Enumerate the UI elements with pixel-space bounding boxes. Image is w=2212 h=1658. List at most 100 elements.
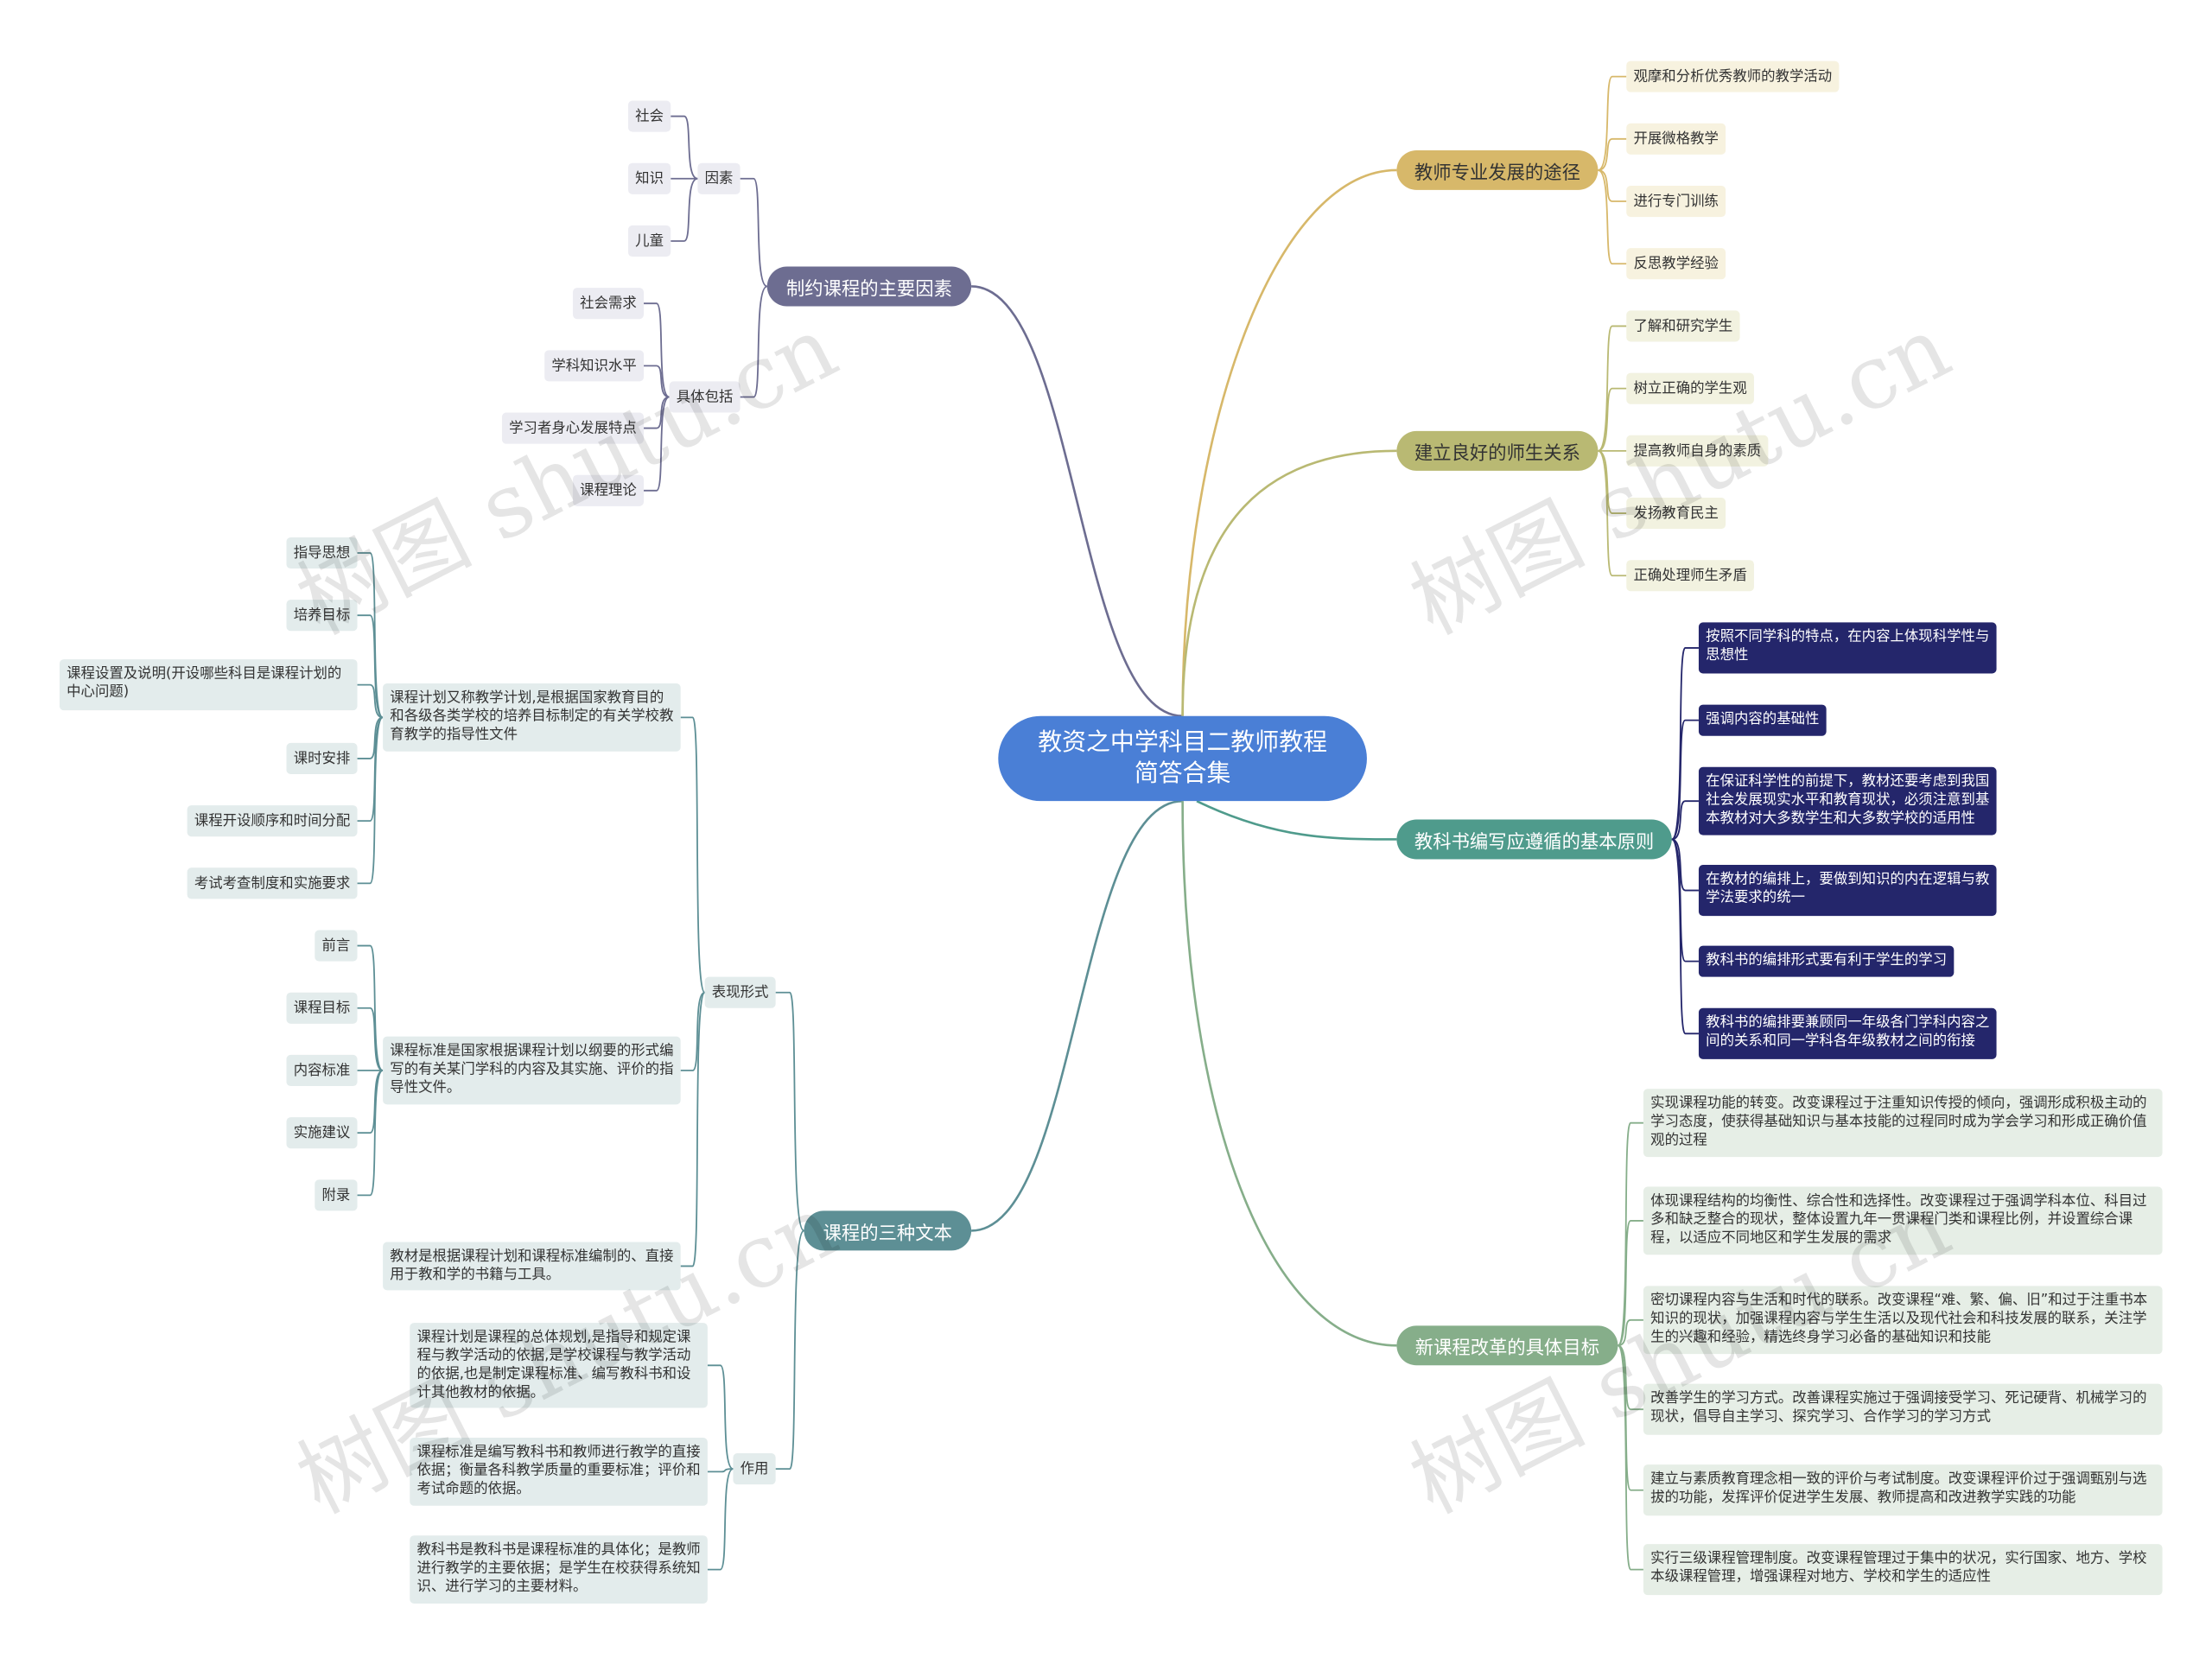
plan-item-course-setting[interactable]: 课程设置及说明(开设哪些科目是课程计划的中心问题) (59, 659, 358, 711)
connector-line (1181, 449, 1397, 716)
connector-line (671, 115, 698, 180)
connector-line (1670, 838, 1699, 1035)
connector-line (1598, 387, 1627, 452)
connector-line (1618, 1344, 1643, 1411)
standard-item-implementation[interactable]: 实施建议 (286, 1117, 358, 1149)
roles-node[interactable]: 作用 (733, 1453, 776, 1485)
principle-logic[interactable]: 在教材的编排上，要做到知识的内在逻辑与教学法要求的统一 (1698, 865, 1997, 917)
factor-child[interactable]: 儿童 (627, 225, 671, 257)
principle-scientific[interactable]: 按照不同学科的特点，在内容上体现科学性与思想性 (1698, 622, 1997, 674)
connector-line (1671, 719, 1699, 841)
prodev-item-observe[interactable]: 观摩和分析优秀教师的教学活动 (1626, 60, 1840, 92)
connector-line (775, 991, 805, 1232)
connector-line (707, 1468, 734, 1473)
plan-item-hours[interactable]: 课时安排 (286, 742, 358, 775)
plan-item-training-goal[interactable]: 培养目标 (286, 600, 358, 632)
relations-item-conflicts[interactable]: 正确处理师生矛盾 (1626, 560, 1754, 592)
goal-learning-style[interactable]: 改善学生的学习方式。改善课程实施过于强调接受学习、死记硬背、机械学习的现状，倡导… (1643, 1383, 2163, 1435)
relations-item-democracy[interactable]: 发扬教育民主 (1626, 498, 1726, 530)
connector-line (1671, 800, 1699, 841)
relations-item-understand[interactable]: 了解和研究学生 (1626, 310, 1740, 342)
connector-line (1617, 1121, 1643, 1347)
goal-management[interactable]: 实行三级课程管理制度。改变课程管理过于集中的状况，实行国家、地方、学校本级课程管… (1643, 1544, 2163, 1596)
standard-item-content[interactable]: 内容标准 (286, 1054, 358, 1087)
specific-node[interactable]: 具体包括 (669, 381, 741, 413)
connector-line (357, 716, 384, 759)
specific-curriculum-theory[interactable]: 课程理论 (572, 474, 645, 506)
role-curriculum-standard[interactable]: 课程标准是编写教科书和教师进行教学的直接依据；衡量各科教学质量的重要标准；评价和… (410, 1438, 708, 1506)
connector-line (357, 683, 384, 719)
specific-social-needs[interactable]: 社会需求 (572, 288, 645, 320)
goal-evaluation[interactable]: 建立与素质教育理念相一致的评价与考试制度。改变课程评价过于强调甄别与选拔的功能，… (1643, 1464, 2163, 1516)
connector-line (1671, 838, 1699, 962)
principle-layout[interactable]: 教科书的编排形式要有利于学生的学习 (1698, 945, 1955, 977)
principle-cohesion[interactable]: 教科书的编排要兼顾同一年级各门学科内容之间的关系和同一学科各年级教材之间的衔接 (1698, 1007, 1997, 1059)
connector-line (680, 991, 706, 1071)
specific-learner-traits[interactable]: 学习者身心发展特点 (501, 412, 645, 444)
prodev-item-training[interactable]: 进行专门训练 (1626, 185, 1726, 218)
connector-line (671, 177, 698, 242)
factor-knowledge[interactable]: 知识 (627, 162, 671, 194)
goal-structure[interactable]: 体现课程结构的均衡性、综合性和选择性。改变课程过于强调学科本位、科目过多和缺乏整… (1643, 1186, 2163, 1255)
connector-line (1598, 169, 1627, 202)
goal-content[interactable]: 密切课程内容与生活和时代的联系。改变课程“难、繁、偏、旧”和过于注重书本知识的现… (1643, 1286, 2163, 1355)
connector-line (740, 285, 768, 398)
role-curriculum-plan[interactable]: 课程计划是课程的总体规划,是指导和规定课程与教学活动的依据,是学校课程与教学活动… (410, 1323, 708, 1408)
textbook-definition[interactable]: 教材是根据课程计划和课程标准编制的、直接用于教和学的书籍与工具。 (383, 1242, 681, 1291)
connector-line (775, 1229, 805, 1471)
goal-function[interactable]: 实现课程功能的转变。改变课程过于注重知识传授的倾向，强调形成积极主动的学习态度，… (1643, 1089, 2163, 1158)
connector-line (1597, 449, 1627, 577)
branch-three-texts[interactable]: 课程的三种文本 (804, 1210, 972, 1251)
factors-node[interactable]: 因素 (697, 162, 741, 194)
role-textbook[interactable]: 教科书是教科书是课程标准的具体化；是教师进行教学的主要依据；是学生在校获得系统知… (410, 1535, 708, 1604)
connector-line (357, 1070, 384, 1197)
standard-item-preface[interactable]: 前言 (315, 930, 358, 962)
connector-line (644, 365, 670, 398)
branch-professional-development[interactable]: 教师专业发展的途径 (1396, 149, 1599, 190)
connector-line (1181, 801, 1397, 1347)
relations-item-view[interactable]: 树立正确的学生观 (1626, 372, 1754, 404)
connector-line (1597, 325, 1627, 452)
plan-item-exam-system[interactable]: 考试考查制度和实施要求 (187, 867, 358, 899)
standard-item-goals[interactable]: 课程目标 (286, 992, 358, 1024)
connector-line (680, 716, 706, 994)
curriculum-standard-text[interactable]: 课程标准是国家根据课程计划以纲要的形式编写的有关某门学科的内容及其实施、评价的指… (383, 1036, 681, 1105)
connector-line (971, 285, 1183, 718)
connector-line (1618, 1318, 1643, 1347)
connector-line (971, 799, 1183, 1232)
connector-line (357, 552, 384, 719)
branch-reform-goals[interactable]: 新课程改革的具体目标 (1396, 1325, 1618, 1366)
specific-subject-level[interactable]: 学科知识水平 (544, 350, 645, 382)
connector-line (1617, 1220, 1643, 1347)
connector-line (357, 1070, 384, 1134)
standard-item-appendix[interactable]: 附录 (315, 1179, 358, 1211)
connector-line (1598, 137, 1627, 171)
connector-line (357, 1007, 384, 1071)
root-topic[interactable]: 教资之中学科目二教师教程简答合集 (998, 715, 1367, 802)
branch-course-constraints[interactable]: 制约课程的主要因素 (766, 266, 972, 307)
curriculum-plan-text[interactable]: 课程计划又称教学计划,是根据国家教育目的和各级各类学校的培养目标制定的有关学校教… (383, 683, 681, 752)
connector-line (357, 716, 384, 885)
branch-textbook-principles[interactable]: 教科书编写应遵循的基本原则 (1396, 819, 1672, 860)
factor-society[interactable]: 社会 (627, 100, 671, 132)
connector-line (357, 944, 384, 1071)
connector-line (707, 1468, 734, 1571)
forms-node[interactable]: 表现形式 (704, 976, 776, 1008)
connector-line (357, 716, 384, 823)
connector-line (1598, 449, 1627, 514)
connector-line (1196, 799, 1397, 841)
principle-basic[interactable]: 强调内容的基础性 (1698, 704, 1827, 736)
principle-applicability[interactable]: 在保证科学性的前提下，教材还要考虑到我国社会发展现实水平和教育现状，必须注意到基… (1698, 766, 1997, 835)
prodev-item-reflection[interactable]: 反思教学经验 (1626, 248, 1726, 280)
plan-item-guiding-ideology[interactable]: 指导思想 (286, 537, 358, 569)
prodev-item-microteaching[interactable]: 开展微格教学 (1626, 123, 1726, 155)
plan-item-sequence[interactable]: 课程开设顺序和时间分配 (187, 805, 358, 837)
connector-line (1617, 1344, 1643, 1571)
connector-line (644, 302, 671, 398)
branch-teacher-student-relations[interactable]: 建立良好的师生关系 (1396, 430, 1599, 471)
connector-line (1670, 647, 1699, 841)
connector-line (740, 177, 768, 288)
relations-item-quality[interactable]: 提高教师自身的素质 (1626, 435, 1769, 467)
